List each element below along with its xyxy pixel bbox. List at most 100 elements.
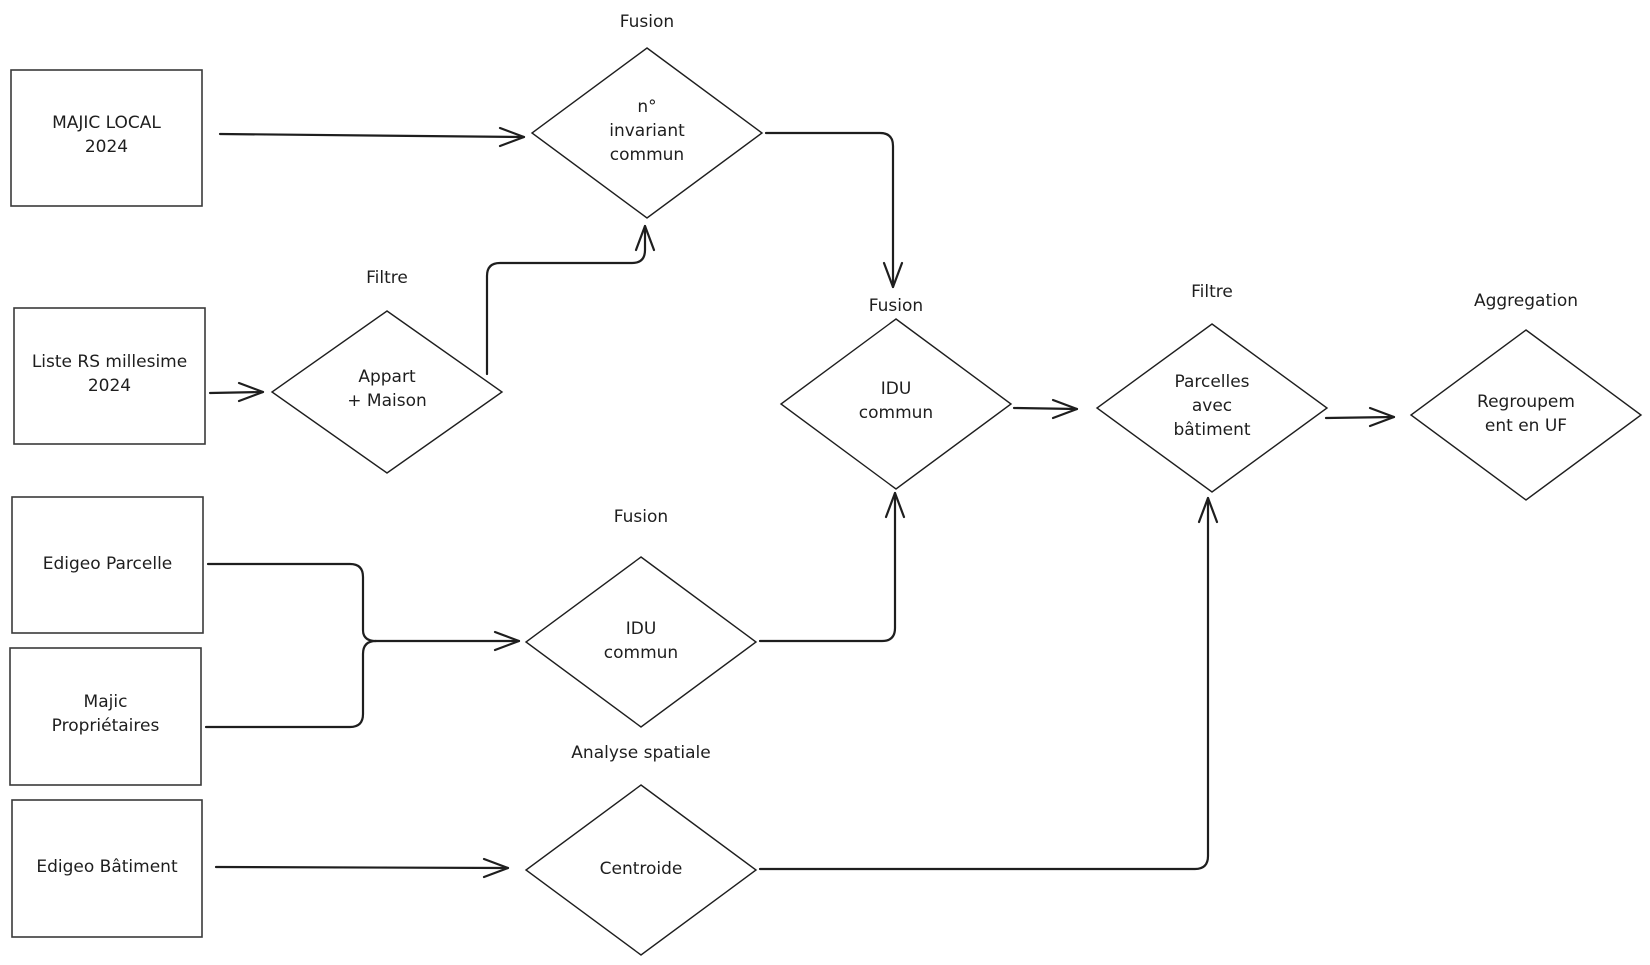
label-line: IDU — [881, 379, 912, 399]
label-line: n° — [637, 97, 656, 117]
rectangle-shape — [10, 69, 203, 207]
label-line: Appart — [358, 367, 416, 387]
connector-line — [204, 639, 378, 729]
label-line: Propriétaires — [52, 716, 160, 736]
operation-caption: Aggregation — [1474, 291, 1578, 311]
label-line: Parcelles — [1174, 372, 1249, 392]
operation-caption: Analyse spatiale — [571, 743, 710, 763]
arrow-fusion-idu-parcelle-to-fusion-idu-main[interactable] — [758, 491, 906, 643]
source-box-edigeo-batiment[interactable]: Edigeo Bâtiment — [11, 799, 203, 938]
label-line: + Maison — [347, 391, 427, 411]
arrowhead-icon — [1051, 398, 1079, 420]
arrowhead-icon — [498, 126, 526, 148]
operation-caption: Filtre — [366, 268, 408, 288]
operation-fusion-invariant[interactable]: Fusion n° invariant commun — [530, 12, 764, 219]
connector-line — [758, 491, 897, 643]
arrowhead-icon — [882, 261, 904, 289]
label-line: MAJIC LOCAL — [52, 113, 161, 133]
connector-line — [214, 865, 510, 870]
connector-line — [758, 496, 1210, 871]
label-line: commun — [604, 643, 678, 663]
arrow-majic-local-to-fusion-invariant[interactable] — [218, 126, 526, 148]
source-label: Edigeo Parcelle — [43, 554, 173, 574]
operation-caption: Fusion — [869, 296, 923, 316]
connector-line — [208, 390, 265, 395]
arrowhead-icon — [482, 857, 510, 879]
arrow-fusion-idu-main-to-filtre-parcelles[interactable] — [1012, 398, 1079, 420]
label-line: ent en UF — [1485, 416, 1567, 436]
diamond-shape — [270, 310, 504, 474]
operation-label: Centroide — [600, 859, 683, 879]
connector-line — [764, 131, 895, 289]
label-line: avec — [1192, 396, 1232, 416]
label-line: Liste RS millesime — [32, 352, 187, 372]
label-line: invariant — [609, 121, 685, 141]
arrow-edigeo-batiment-to-analyse-centroide[interactable] — [214, 857, 510, 879]
operation-caption: Filtre — [1191, 282, 1233, 302]
arrowhead-icon — [634, 224, 656, 252]
operation-label: IDU commun — [604, 619, 678, 663]
diamond-shape — [779, 318, 1013, 490]
operation-label: Parcelles avec bâtiment — [1173, 372, 1250, 440]
connector-line — [485, 224, 647, 376]
label-line: 2024 — [85, 137, 128, 157]
diamond-shape — [1095, 323, 1329, 493]
source-box-liste-rs[interactable]: Liste RS millesime 2024 — [13, 307, 206, 445]
rectangle-shape — [9, 647, 202, 786]
connector-line — [218, 132, 526, 139]
operation-label: IDU commun — [859, 379, 933, 423]
connections-layer — [204, 126, 1396, 879]
rectangle-shape — [13, 307, 206, 445]
source-box-majic-local[interactable]: MAJIC LOCAL 2024 — [10, 69, 203, 207]
source-label: Edigeo Bâtiment — [36, 857, 178, 877]
label-line: Edigeo Bâtiment — [36, 857, 178, 877]
source-label: Liste RS millesime 2024 — [32, 352, 187, 396]
arrowhead-icon — [1197, 496, 1219, 524]
label-line: Edigeo Parcelle — [43, 554, 173, 574]
source-label: MAJIC LOCAL 2024 — [52, 113, 161, 157]
arrow-majic-proprietaires-to-fusion-idu-parcelle[interactable] — [204, 639, 378, 729]
label-line: Majic — [84, 692, 128, 712]
operation-label: n° invariant commun — [609, 97, 685, 165]
source-box-edigeo-parcelle[interactable]: Edigeo Parcelle — [11, 496, 204, 634]
connector-line — [1012, 406, 1079, 411]
arrow-analyse-centroide-to-filtre-parcelles[interactable] — [758, 496, 1219, 871]
connector-line — [206, 562, 521, 643]
label-line: 2024 — [88, 376, 131, 396]
arrow-fusion-invariant-to-fusion-idu-main[interactable] — [764, 131, 904, 289]
label-line: commun — [859, 403, 933, 423]
label-line: commun — [610, 145, 684, 165]
arrow-edigeo-parcelle-to-fusion-idu-parcelle[interactable] — [206, 562, 521, 652]
operation-caption: Fusion — [620, 12, 674, 32]
operation-label: Regroupem ent en UF — [1477, 392, 1575, 436]
rectangle-shape — [11, 799, 203, 938]
rectangle-shape — [11, 496, 204, 634]
diamond-shape — [530, 47, 764, 219]
arrow-filtre-appart-to-fusion-invariant[interactable] — [485, 224, 656, 376]
label-line: bâtiment — [1173, 420, 1250, 440]
arrowhead-icon — [1368, 406, 1396, 428]
arrow-filtre-parcelles-to-aggregation-uf[interactable] — [1324, 406, 1396, 428]
arrow-liste-rs-to-filtre-appart[interactable] — [208, 381, 265, 403]
label-line: Regroupem — [1477, 392, 1575, 412]
operation-label: Appart + Maison — [347, 367, 427, 411]
diamond-shape — [524, 784, 758, 956]
label-line: IDU — [626, 619, 657, 639]
arrowhead-icon — [493, 630, 521, 652]
diamond-shape — [1409, 329, 1643, 501]
label-line: Centroide — [600, 859, 683, 879]
connector-line — [1324, 415, 1396, 420]
arrowhead-icon — [884, 491, 906, 519]
diamond-shape — [524, 556, 758, 728]
arrowhead-icon — [237, 381, 265, 403]
